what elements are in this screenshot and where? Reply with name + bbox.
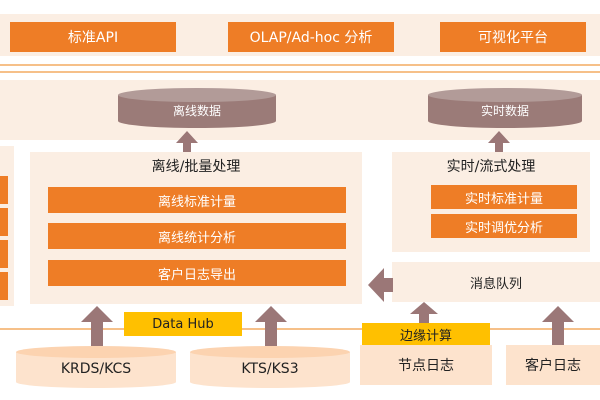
node-log-box: 节点日志	[360, 345, 492, 385]
cylinder-shape	[190, 346, 350, 388]
divider-line	[0, 64, 600, 66]
up-arrow-icon	[410, 302, 438, 323]
customer-log-export-box: 客户日志导出	[48, 260, 346, 286]
realtime-tuning-box: 实时调优分析	[431, 214, 577, 238]
up-arrow-icon	[176, 131, 198, 152]
offline-statistics-box: 离线统计分析	[48, 223, 346, 249]
offline-data-label: 离线数据	[172, 103, 221, 118]
standard-api-button: 标准API	[10, 22, 176, 52]
kts-ks3-label: KTS/KS3	[241, 361, 299, 377]
left-edge-block	[0, 240, 8, 268]
customer-log-box: 客户日志	[506, 345, 600, 385]
realtime-metering-box: 实时标准计量	[431, 185, 577, 209]
realtime-data-cylinder: 实时数据	[428, 88, 582, 128]
left-edge-block	[0, 272, 8, 300]
visualization-platform-button: 可视化平台	[440, 22, 586, 52]
krds-kcs-label: KRDS/KCS	[60, 361, 132, 377]
kts-ks3-cylinder: KTS/KS3	[190, 346, 350, 388]
realtime-data-label: 实时数据	[480, 103, 529, 118]
data-hub-tag: Data Hub	[124, 312, 242, 336]
up-arrow-icon	[255, 306, 287, 346]
offline-panel-title: 离线/批量处理	[151, 159, 241, 175]
cylinder-shape	[16, 346, 176, 388]
offline-metering-box: 离线标准计量	[48, 187, 346, 213]
left-arrow-icon	[368, 268, 393, 302]
offline-data-cylinder: 离线数据	[118, 88, 276, 128]
cylinder-shape	[118, 88, 276, 128]
divider-line	[0, 71, 600, 73]
up-arrow-icon	[488, 131, 510, 152]
divider-line	[0, 328, 600, 330]
cylinder-shape	[428, 88, 582, 128]
olap-adhoc-button: OLAP/Ad-hoc 分析	[228, 22, 394, 52]
left-edge-block	[0, 176, 8, 204]
up-arrow-icon	[542, 306, 574, 345]
message-queue-label: 消息队列	[469, 276, 522, 292]
message-queue-panel	[392, 262, 600, 302]
up-arrow-icon	[81, 306, 113, 346]
krds-kcs-cylinder: KRDS/KCS	[16, 346, 176, 388]
edge-compute-tag: 边缘计算	[362, 323, 490, 345]
left-edge-block	[0, 208, 8, 236]
realtime-panel-title: 实时/流式处理	[446, 159, 536, 175]
